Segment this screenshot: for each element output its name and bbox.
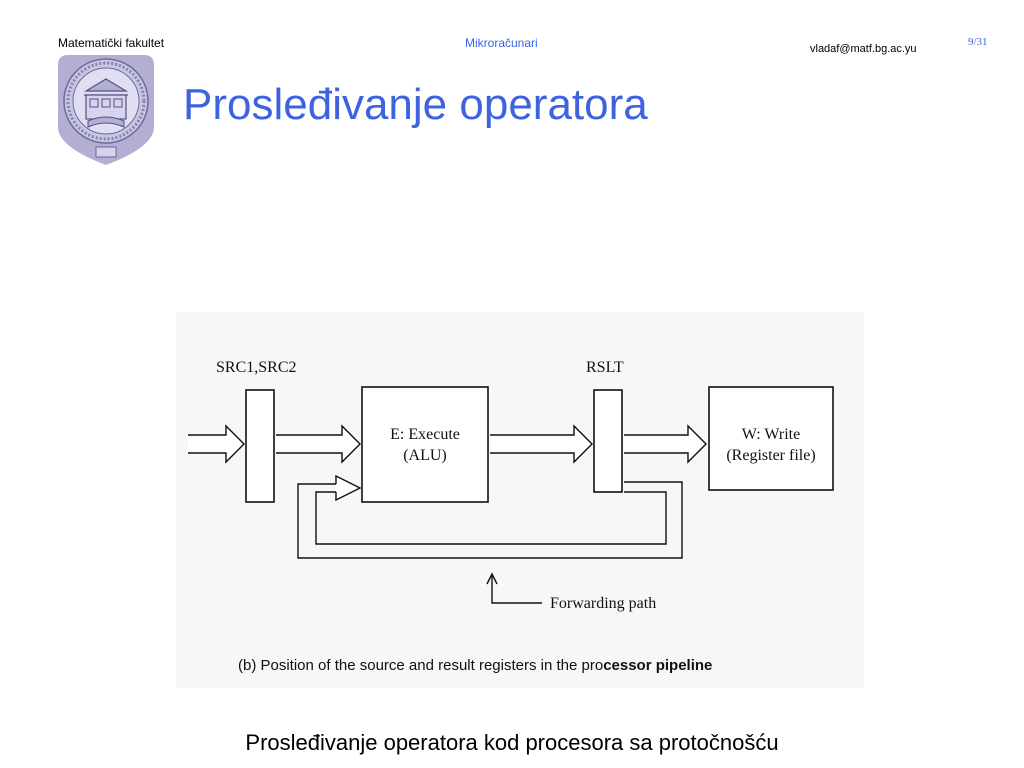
result-register-box (593, 389, 623, 493)
faculty-name: Matematički fakultet (58, 36, 165, 50)
write-label: W: Write (742, 426, 800, 443)
forwarding-path-outer (297, 481, 683, 559)
result-to-write-arrow (624, 424, 707, 464)
src-register-box (245, 389, 275, 503)
figure-caption: (b) Position of the source and result re… (238, 657, 712, 674)
forwarding-path-inner (315, 491, 667, 545)
page-number: 9/31 (968, 36, 988, 48)
execute-to-result-arrow (490, 424, 593, 464)
slide-title: Prosleđivanje operatora (183, 80, 648, 129)
forwarding-pointer-head (486, 572, 498, 585)
forwarding-pointer-line (491, 576, 542, 604)
course-name: Mikroračunari (465, 36, 538, 50)
pipeline-forwarding-diagram: SRC1,SRC2 RSLT E: Execute (ALU) W: Write… (176, 312, 864, 688)
write-stage-box (708, 386, 834, 491)
author-email: vladaf@matf.bg.ac.yu (810, 43, 917, 55)
execute-label: E: Execute (390, 426, 460, 443)
result-register-label: RSLT (586, 359, 624, 376)
execute-stage-box (361, 386, 489, 503)
src-registers-label: SRC1,SRC2 (216, 359, 296, 376)
faculty-seal-logo (58, 55, 154, 165)
forwarding-path-label: Forwarding path (550, 595, 656, 612)
write-sublabel: (Register file) (726, 447, 815, 464)
input-arrow (188, 424, 245, 464)
forwarding-arrow-head (335, 474, 362, 502)
slide-caption: Prosleđivanje operatora kod procesora sa… (245, 730, 779, 755)
src-to-execute-arrow (276, 424, 361, 464)
execute-sublabel: (ALU) (403, 447, 447, 464)
